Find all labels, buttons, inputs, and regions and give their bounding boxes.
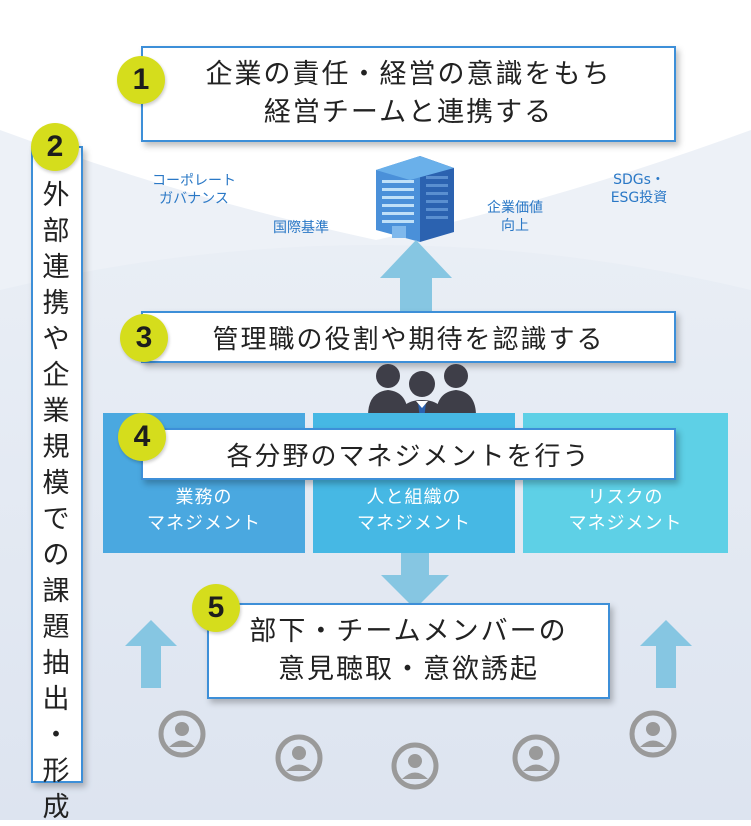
step5-badge: 5 [192, 584, 240, 632]
step2-char: 成 [42, 792, 70, 823]
arrow-down-icon [381, 553, 449, 609]
arrow-up-icon [640, 620, 692, 688]
step1-box: 企業の責任・経営の意識をもち 経営チームと連携する [141, 46, 676, 142]
step5-line2: 意見聴取・意欲誘起 [278, 654, 539, 685]
step3-text: 管理職の役割や期待を認識する [212, 324, 605, 355]
label-sdgs: SDGs・ ESG投資 [610, 172, 668, 206]
person-icon [512, 734, 560, 782]
step5-box: 部下・チームメンバーの 意見聴取・意欲誘起 [207, 603, 610, 699]
label-corporate-value: 企業価値 向上 [487, 200, 543, 234]
step4-text: 各分野のマネジメントを行う [226, 441, 591, 472]
person-icon [391, 742, 439, 790]
step4-box: 各分野のマネジメントを行う [141, 428, 676, 480]
step4-badge: 4 [118, 413, 166, 461]
label-corporate-governance: コーポレート ガバナンス [152, 173, 236, 207]
step1-line1: 企業の責任・経営の意識をもち [205, 59, 612, 90]
step3-box: 管理職の役割や期待を認識する [141, 311, 676, 363]
person-icon [158, 710, 206, 758]
step5-line1: 部下・チームメンバーの [249, 616, 568, 647]
step2-vertical-text: 外 部 連 携 や 企 業 規 模 で の 課 題 抽 出 ・ 形 成 [40, 178, 72, 826]
arrow-up-icon [125, 620, 177, 688]
step3-badge: 3 [120, 314, 168, 362]
arrow-up-icon [380, 240, 452, 318]
step1-badge: 1 [117, 56, 165, 104]
person-icon [275, 734, 323, 782]
building-icon [376, 156, 454, 242]
label-international: 国際基準 [273, 220, 329, 236]
step2-box [31, 146, 83, 783]
step1-line2: 経営チームと連携する [263, 97, 554, 128]
person-icon [629, 710, 677, 758]
step2-badge: 2 [31, 123, 79, 171]
